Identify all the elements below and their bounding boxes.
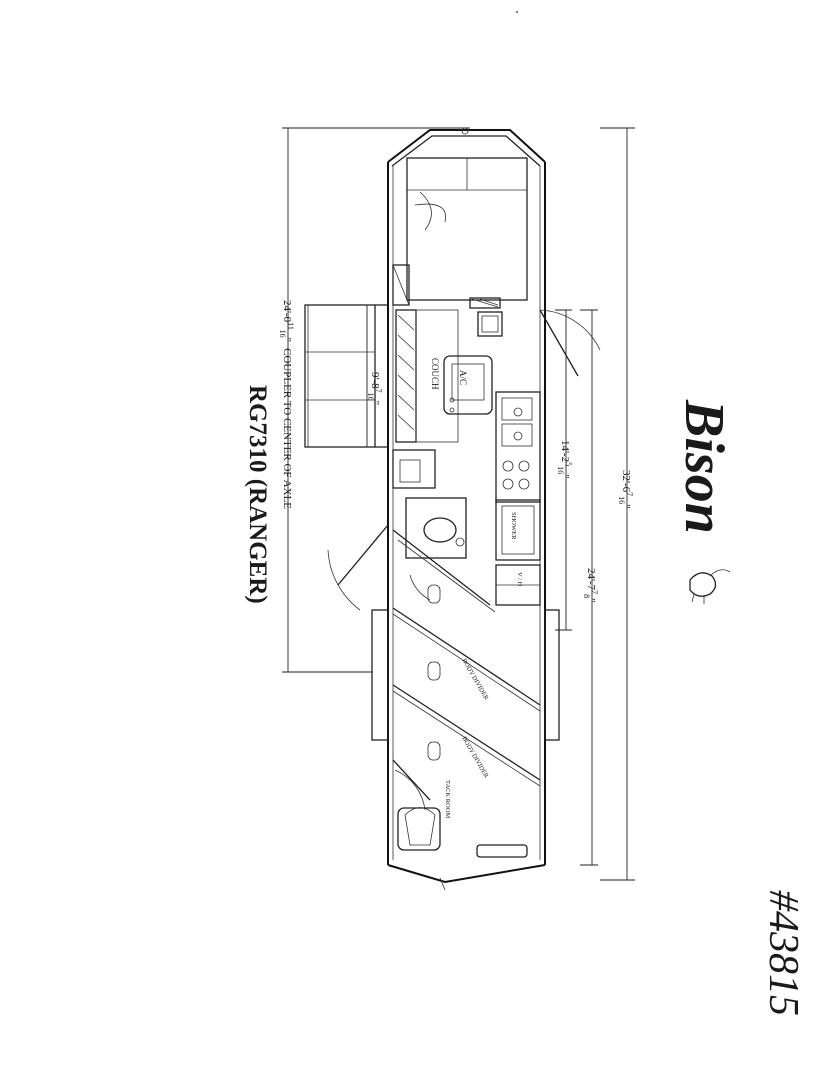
doors (327, 309, 601, 611)
svg-text:24'-01116"COUPLER TO CENTER OF: 24'-01116"COUPLER TO CENTER OF AXLE (278, 300, 295, 509)
gooseneck-bed (406, 157, 528, 301)
vh-label: V / H (516, 572, 523, 587)
kitchen-galley (495, 391, 541, 503)
overall-length-dimension: 32'-6716" (617, 470, 634, 509)
bathroom: SHOWER V / H (392, 449, 541, 613)
couch: COUCH (395, 309, 459, 443)
side-wall-dimension: 14'-2516" (556, 440, 573, 479)
svg-text:24'-778": 24'-778" (582, 568, 599, 603)
ac-label: A/C (458, 370, 468, 385)
body-divider-label-2: BODY DIVIDER (460, 736, 490, 780)
living-quarters-dimension: 24'-778" (582, 568, 599, 603)
bison-emblem-icon (689, 569, 731, 604)
svg-text:32'-6716": 32'-6716" (617, 470, 634, 509)
svg-text:9'-8716": 9'-8716" (366, 372, 383, 405)
speck (516, 11, 518, 13)
horse-area: BODY DIVIDER BODY DIVIDER (371, 584, 560, 787)
svg-text:14'-2516": 14'-2516" (556, 440, 573, 479)
coupler-to-axle-dimension: 24'-01116"COUPLER TO CENTER OF AXLE (278, 300, 295, 509)
nose-cabinets (392, 264, 503, 337)
tack-room: TACK ROOM (392, 759, 528, 858)
body-divider-label-1: BODY DIVIDER (460, 658, 490, 702)
brand-logo: Bison (673, 399, 735, 604)
svg-text:Bison: Bison (673, 399, 735, 534)
dimension-lines (282, 127, 635, 881)
stock-number: #43815 (760, 890, 806, 1016)
slide-out-dimension: 9'-8716" (366, 372, 383, 405)
ac-unit: A/C (443, 355, 493, 415)
shower-label: SHOWER (510, 512, 517, 540)
tack-room-label: TACK ROOM (444, 780, 451, 819)
couch-label: COUCH (430, 358, 440, 390)
slide-out (304, 304, 388, 448)
model-title: RG7310 (RANGER) (244, 385, 271, 604)
